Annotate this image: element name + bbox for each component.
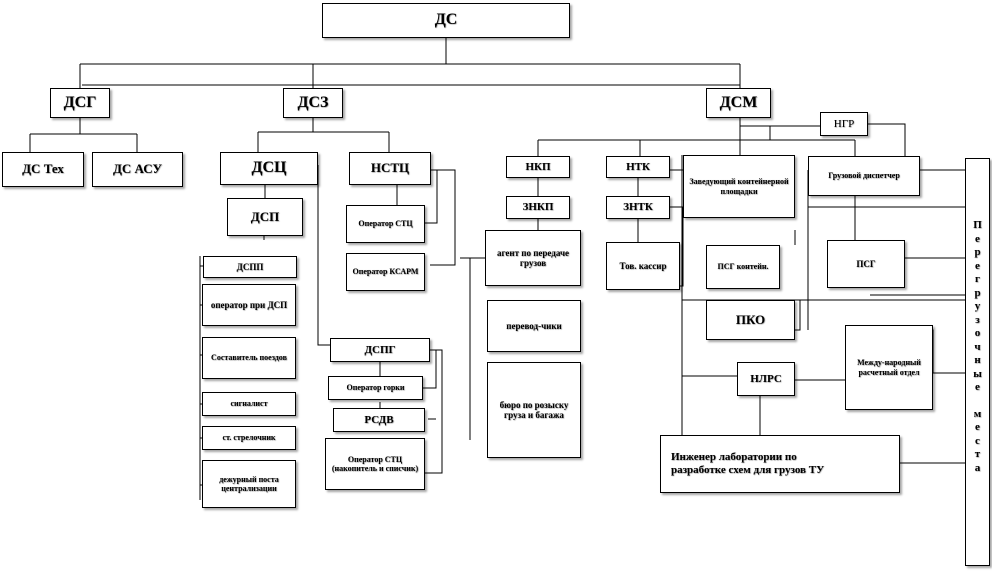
vertical-label-peregruzochnye: П е р е г р у з о ч н ы е [973,219,982,393]
node-znkp: ЗНКП [506,196,570,219]
node-rsdv: РСДВ [333,408,425,432]
node-dsp: ДСП [227,198,303,236]
node-peregruzochnye-mesta: П е р е г р у з о ч н ы е м е с т а [965,158,990,566]
node-gruzovoy: Грузовой диспетчер [808,156,920,196]
node-zntk: ЗНТК [606,196,670,219]
node-ds: ДС [322,3,570,38]
node-byuro: бюро по розыску груза и багажа [487,362,581,458]
node-nlrs: НЛРС [737,362,795,396]
node-dsm: ДСМ [706,88,771,118]
node-signalist: сигналист [202,392,296,416]
node-operator-stc: Оператор СТЦ [346,205,425,243]
node-dspg: ДСПГ [330,338,430,362]
node-operator-gorki: Оператор горки [328,376,423,400]
node-ds-asu: ДС АСУ [92,152,183,187]
node-psg: ПСГ [827,240,905,288]
node-dezhurny-posta: дежурный поста централизации [202,460,296,508]
node-strelochnik: ст. стрелочник [202,426,296,450]
node-inzhener: Инженер лаборатории по разработке схем д… [660,435,900,493]
node-dsc: ДСЦ [220,152,318,185]
node-mezhdunarodny: Между-народный расчетный отдел [845,325,933,410]
node-dsz: ДСЗ [283,88,343,118]
node-operator-dsp: оператор при ДСП [202,284,296,326]
node-pko: ПКО [706,300,795,340]
node-dsg: ДСГ [50,88,110,118]
node-nstc: НСТЦ [349,152,431,185]
node-operator-ksarm: Оператор КСАРМ [346,253,425,291]
node-ngr: НГР [820,112,868,136]
node-zaveduyushchiy: Заведующий контейнерной площадки [683,155,795,218]
node-agent: агент по передаче грузов [485,230,581,286]
node-nkp: НКП [506,156,570,178]
node-psg-kont: ПСГ контейн. [706,245,780,289]
node-dspp: ДСПП [203,256,297,278]
node-perevodchiki: перевод-чики [487,300,581,352]
node-sostavitel: Составитель поездов [202,337,296,379]
node-operator-stc2: Оператор СТЦ (накопитель и списчик) [325,438,425,490]
node-ds-teh: ДС Тех [2,152,84,187]
vertical-label-mesta: м е с т а [973,407,982,474]
node-tov-kassir: Тов. кассир [606,242,680,290]
node-ntk: НТК [606,156,670,178]
